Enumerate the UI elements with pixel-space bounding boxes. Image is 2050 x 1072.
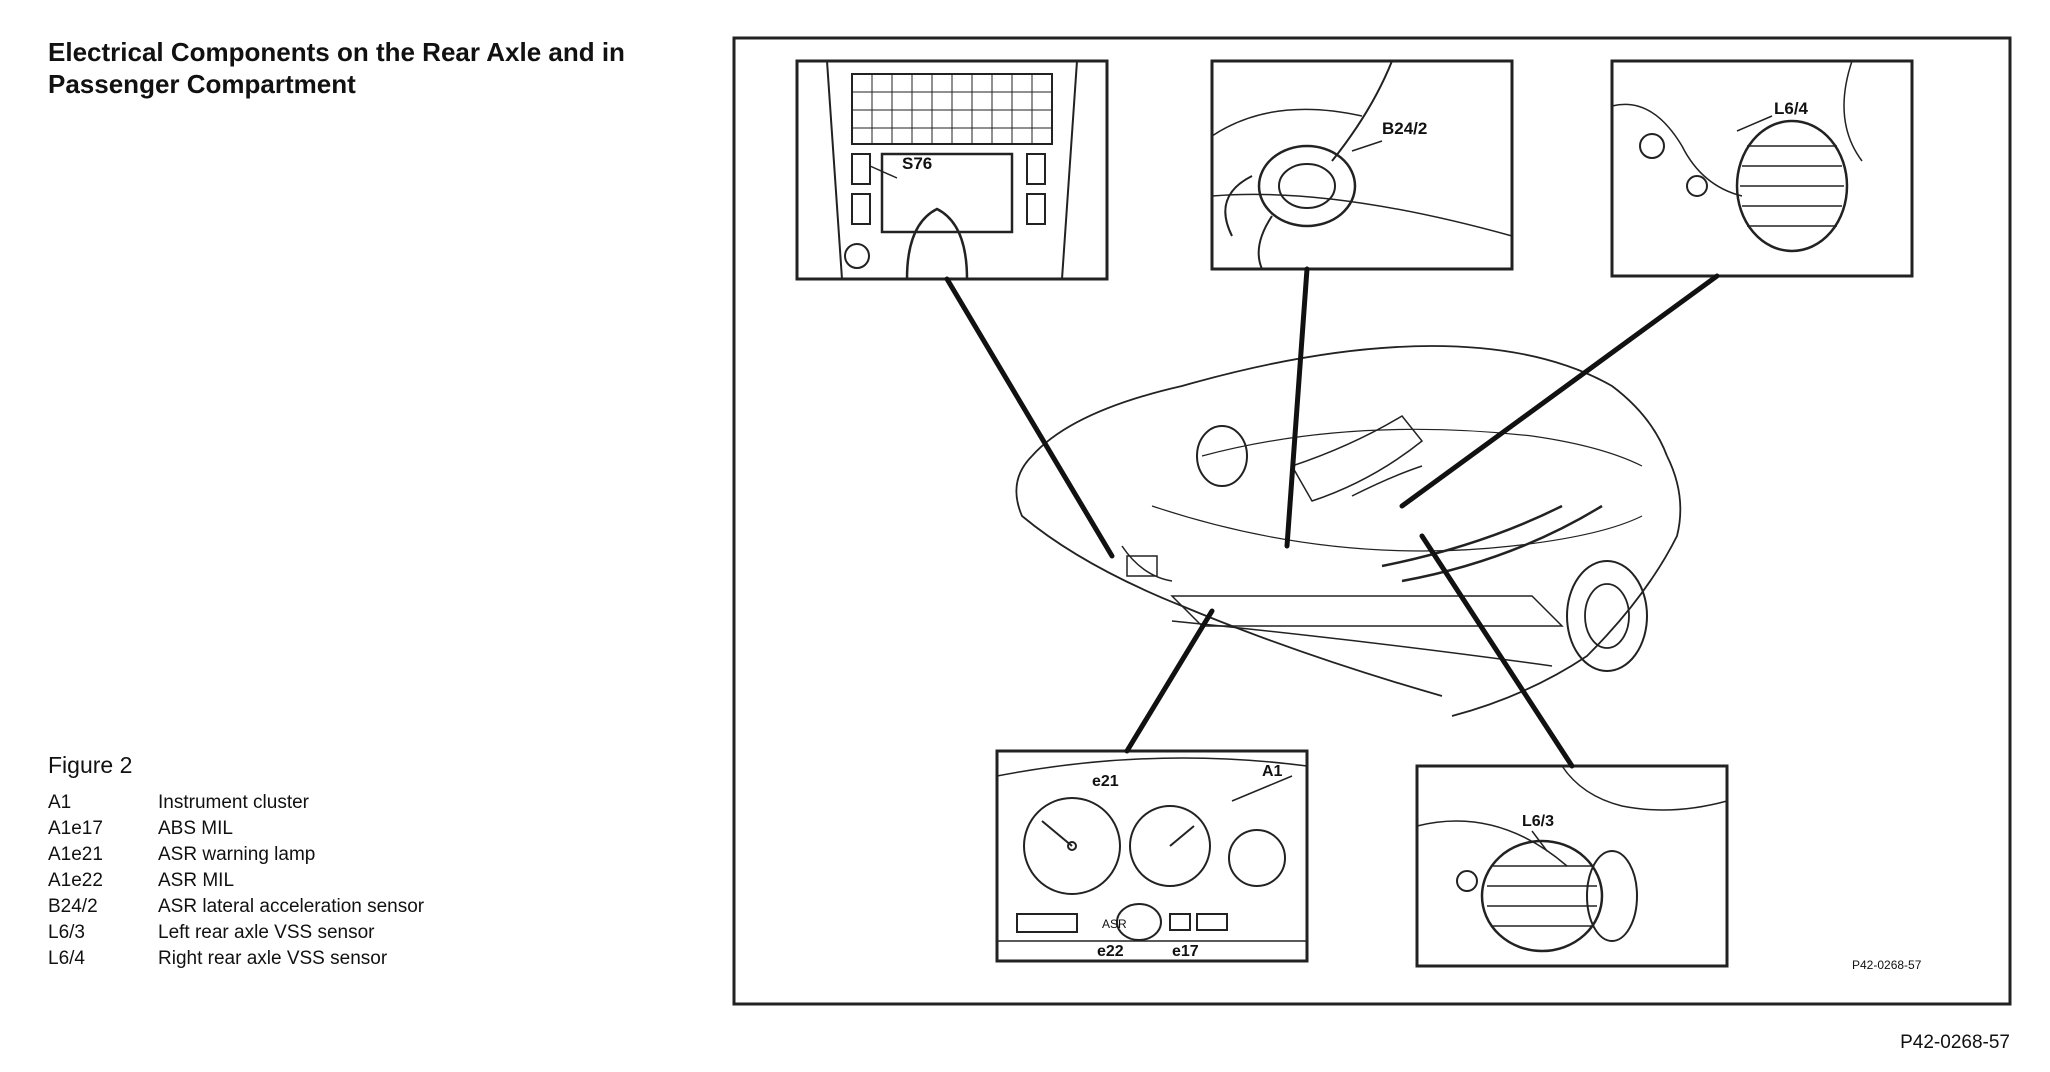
- legend-code: A1e17: [48, 818, 103, 839]
- inset-left-axle: [1415, 764, 1729, 968]
- figure-label: Figure 2: [48, 752, 133, 778]
- legend-description: Instrument cluster: [158, 792, 309, 813]
- callout-asr: ASR: [1102, 917, 1127, 931]
- legend-code: A1e21: [48, 844, 103, 865]
- car-illustration: [1015, 345, 1682, 717]
- leader-sensor: [1284, 266, 1310, 549]
- figure-title: Electrical Components on the Rear Axle a…: [48, 37, 625, 99]
- legend-description: ASR warning lamp: [158, 844, 316, 865]
- callout-e21: e21: [1092, 773, 1119, 790]
- legend-item: A1e22 ASR MIL: [48, 868, 424, 894]
- callout-e22: e22: [1097, 943, 1124, 960]
- inner-reference-code: P42-0268-57: [1852, 958, 1922, 972]
- leader-right-axle: [1399, 273, 1720, 509]
- callout-s76: S76: [902, 154, 932, 173]
- legend-description: Left rear axle VSS sensor: [158, 922, 375, 943]
- legend-description: ASR MIL: [158, 870, 235, 891]
- legend-item: A1e21 ASR warning lamp: [48, 842, 424, 868]
- figure-reference-code: P42-0268-57: [1900, 1032, 2010, 1053]
- leader-lines: [944, 266, 1720, 769]
- inset-center-console: [795, 59, 1109, 281]
- legend-code: L6/3: [48, 922, 85, 943]
- legend-item: A1e17 ABS MIL: [48, 816, 424, 842]
- legend-code: B24/2: [48, 896, 98, 917]
- leader-cluster: [1124, 608, 1215, 754]
- legend-description: ABS MIL: [158, 818, 233, 839]
- legend-description: ASR lateral acceleration sensor: [158, 896, 425, 917]
- legend-item: B24/2 ASR lateral acceleration sensor: [48, 894, 424, 920]
- legend-item: L6/4 Right rear axle VSS sensor: [48, 946, 424, 972]
- inset-instrument-cluster: [995, 749, 1309, 963]
- inset-lateral-sensor: [1210, 59, 1514, 271]
- callout-e17: e17: [1172, 943, 1199, 960]
- leader-left-axle: [1419, 533, 1575, 769]
- component-location-diagram: S76 B24/2 L6/4 L6/3 A1 e21 e22 e17 ASR P…: [732, 36, 2012, 1006]
- callout-b24-2: B24/2: [1382, 119, 1427, 138]
- diagram-frame: [732, 36, 2012, 1006]
- legend-code: A1: [48, 792, 72, 813]
- legend-description: Right rear axle VSS sensor: [158, 948, 388, 969]
- callout-a1: A1: [1262, 763, 1283, 780]
- callout-l6-3: L6/3: [1522, 813, 1554, 830]
- legend-item: A1 Instrument cluster: [48, 790, 424, 816]
- legend-code: A1e22: [48, 870, 103, 891]
- inset-right-axle: [1610, 59, 1914, 278]
- legend-code: L6/4: [48, 948, 85, 969]
- callout-l6-4: L6/4: [1774, 99, 1809, 118]
- legend-item: L6/3 Left rear axle VSS sensor: [48, 920, 424, 946]
- leader-console: [944, 276, 1115, 559]
